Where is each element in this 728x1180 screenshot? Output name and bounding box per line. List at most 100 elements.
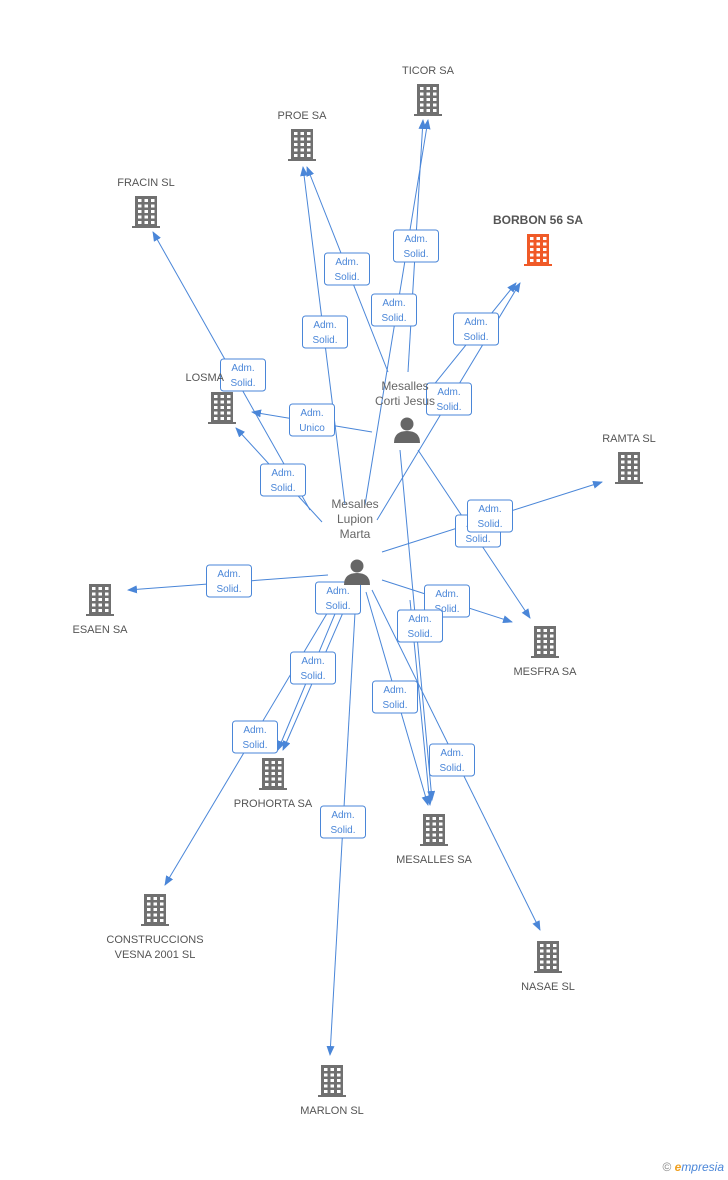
edge-label-line: Adm. xyxy=(313,320,336,331)
person-label: Marta xyxy=(340,527,371,541)
edge-label-line: Adm. xyxy=(435,589,458,600)
company-label: LOSMA xyxy=(185,372,224,384)
person-label: Corti Jesus xyxy=(375,394,435,408)
edge-labels-layer: Adm.Solid.Adm.Solid.Adm.Solid.Adm.UnicoA… xyxy=(206,229,513,839)
edge-label-line: Adm. xyxy=(404,234,427,245)
company-label: ESAEN SA xyxy=(72,624,128,636)
edge-label-p2-mesalles[interactable]: Adm. Solid. xyxy=(397,609,443,643)
person-icon xyxy=(344,559,370,585)
company-label: MARLON SL xyxy=(300,1105,364,1117)
company-label: CONSTRUCCIONS xyxy=(106,934,203,946)
company-label: MESALLES SA xyxy=(396,854,472,866)
edge-label-line: Solid. xyxy=(477,519,502,530)
edge-label-line: Solid. xyxy=(330,825,355,836)
building-icon xyxy=(318,1065,346,1097)
company-node-marlon[interactable]: MARLON SL xyxy=(300,1065,364,1117)
person-icon xyxy=(394,417,420,443)
nodes-layer: TICOR SA PROE SA FRACIN SL BORBON 56 SA LOSM… xyxy=(72,65,655,1117)
edge-label-p1-borbon[interactable]: Adm. Solid. xyxy=(453,312,499,346)
edge-label-line: Solid. xyxy=(439,763,464,774)
edge-label-line: Adm. xyxy=(383,685,406,696)
edge-label-line: Adm. xyxy=(335,257,358,268)
company-node-prohorta[interactable]: PROHORTA SA xyxy=(234,758,313,810)
company-label: PROE SA xyxy=(278,110,328,122)
copyright-symbol: © xyxy=(662,1160,672,1174)
edge-label-line: Adm. xyxy=(382,298,405,309)
edge-label-p2-marlon[interactable]: Adm.Solid. xyxy=(320,805,366,839)
edge-label-p2-prohorta[interactable]: Adm. Solid. xyxy=(290,651,336,685)
edge-label-line: Solid. xyxy=(312,335,337,346)
company-node-esaen[interactable]: ESAEN SA xyxy=(72,584,128,636)
edge-label-p2-prohorta[interactable]: Adm.Solid. xyxy=(315,581,361,615)
company-node-mesfra[interactable]: MESFRA SA xyxy=(514,626,578,678)
edge-label-line: Solid. xyxy=(270,483,295,494)
edge-label-line: Solid. xyxy=(407,629,432,640)
edge-label-line: Solid. xyxy=(403,249,428,260)
edge-label-line: Adm. xyxy=(231,363,254,374)
brand-initial: e xyxy=(674,1160,682,1174)
building-icon xyxy=(534,941,562,973)
company-node-construccions[interactable]: CONSTRUCCIONS VESNA 2001 SL xyxy=(106,894,204,961)
company-label: TICOR SA xyxy=(402,65,455,77)
person-label: Lupion xyxy=(337,512,373,526)
brand-name: mpresia xyxy=(681,1160,724,1174)
company-node-losma[interactable]: LOSMA xyxy=(185,372,236,424)
building-icon xyxy=(414,84,442,116)
edge-label-p2-mesalles[interactable]: Adm. Solid. xyxy=(372,680,418,714)
edge-label-p2-nasae[interactable]: Adm. Solid. xyxy=(429,743,475,777)
company-label: MESFRA SA xyxy=(514,666,578,678)
company-node-mesalles[interactable]: MESALLES SA xyxy=(396,814,473,866)
edge-label-p1-proe[interactable]: Adm. Solid. xyxy=(324,252,370,286)
company-label: BORBON 56 SA xyxy=(493,213,583,227)
edge-label-p2-losma[interactable]: Adm.Solid. xyxy=(260,463,306,497)
building-icon xyxy=(288,129,316,161)
company-node-proe[interactable]: PROE SA xyxy=(278,110,328,161)
company-node-fracin[interactable]: FRACIN SL xyxy=(117,177,175,228)
edge-label-p2-borbon[interactable]: Adm.Solid. xyxy=(426,382,472,416)
edge-label-line: Solid. xyxy=(463,332,488,343)
building-icon xyxy=(531,626,559,658)
edge-label-line: Solid. xyxy=(242,740,267,751)
edge-label-line: Adm. xyxy=(300,408,323,419)
building-icon xyxy=(132,196,160,228)
building-icon xyxy=(141,894,169,926)
building-icon xyxy=(86,584,114,616)
edge-label-line: Adm. xyxy=(478,504,501,515)
edge-label-line: Solid. xyxy=(334,272,359,283)
edge-label-line: Adm. xyxy=(243,725,266,736)
person-label: Mesalles xyxy=(331,497,378,511)
edge-label-p2-ramta[interactable]: Adm. Solid. xyxy=(467,499,513,533)
edge-label-p2-ticor[interactable]: Adm. Solid. xyxy=(371,293,417,327)
company-node-nasae[interactable]: NASAE SL xyxy=(521,941,575,993)
edge-label-line: Adm. xyxy=(301,656,324,667)
company-label: NASAE SL xyxy=(521,981,575,993)
edge-label-p2-construccions[interactable]: Adm. Solid. xyxy=(232,720,278,754)
edge-label-p2-esaen[interactable]: Adm.Solid. xyxy=(206,564,252,598)
edge-label-p2-mesfra[interactable]: Adm.Solid. xyxy=(424,584,470,618)
edge-label-line: Adm. xyxy=(464,317,487,328)
building-icon xyxy=(524,234,552,266)
edge-label-line: Solid. xyxy=(300,671,325,682)
edge-label-line: Solid. xyxy=(325,601,350,612)
edge-label-line: Adm. xyxy=(408,614,431,625)
edge-label-p1-losma[interactable]: Adm.Unico xyxy=(289,403,335,437)
edge-label-p2-fracin[interactable]: Adm. Solid. xyxy=(220,358,266,392)
building-icon xyxy=(208,392,236,424)
footer-brand: © empresia xyxy=(662,1160,724,1174)
company-label: PROHORTA SA xyxy=(234,798,313,810)
edge-label-line: Solid. xyxy=(382,700,407,711)
edge-label-line: Solid. xyxy=(465,534,490,545)
company-label: VESNA 2001 SL xyxy=(115,949,196,961)
edge-label-line: Solid. xyxy=(381,313,406,324)
edge-label-line: Adm. xyxy=(440,748,463,759)
company-node-borbon[interactable]: BORBON 56 SA xyxy=(493,213,583,266)
company-node-ticor[interactable]: TICOR SA xyxy=(402,65,455,116)
company-node-ramta[interactable]: RAMTA SL xyxy=(602,433,656,484)
building-icon xyxy=(420,814,448,846)
edge-label-p1-ticor[interactable]: Adm. Solid. xyxy=(393,229,439,263)
edge-label-line: Solid. xyxy=(230,378,255,389)
edge-label-p2-proe[interactable]: Adm. Solid. xyxy=(302,315,348,349)
